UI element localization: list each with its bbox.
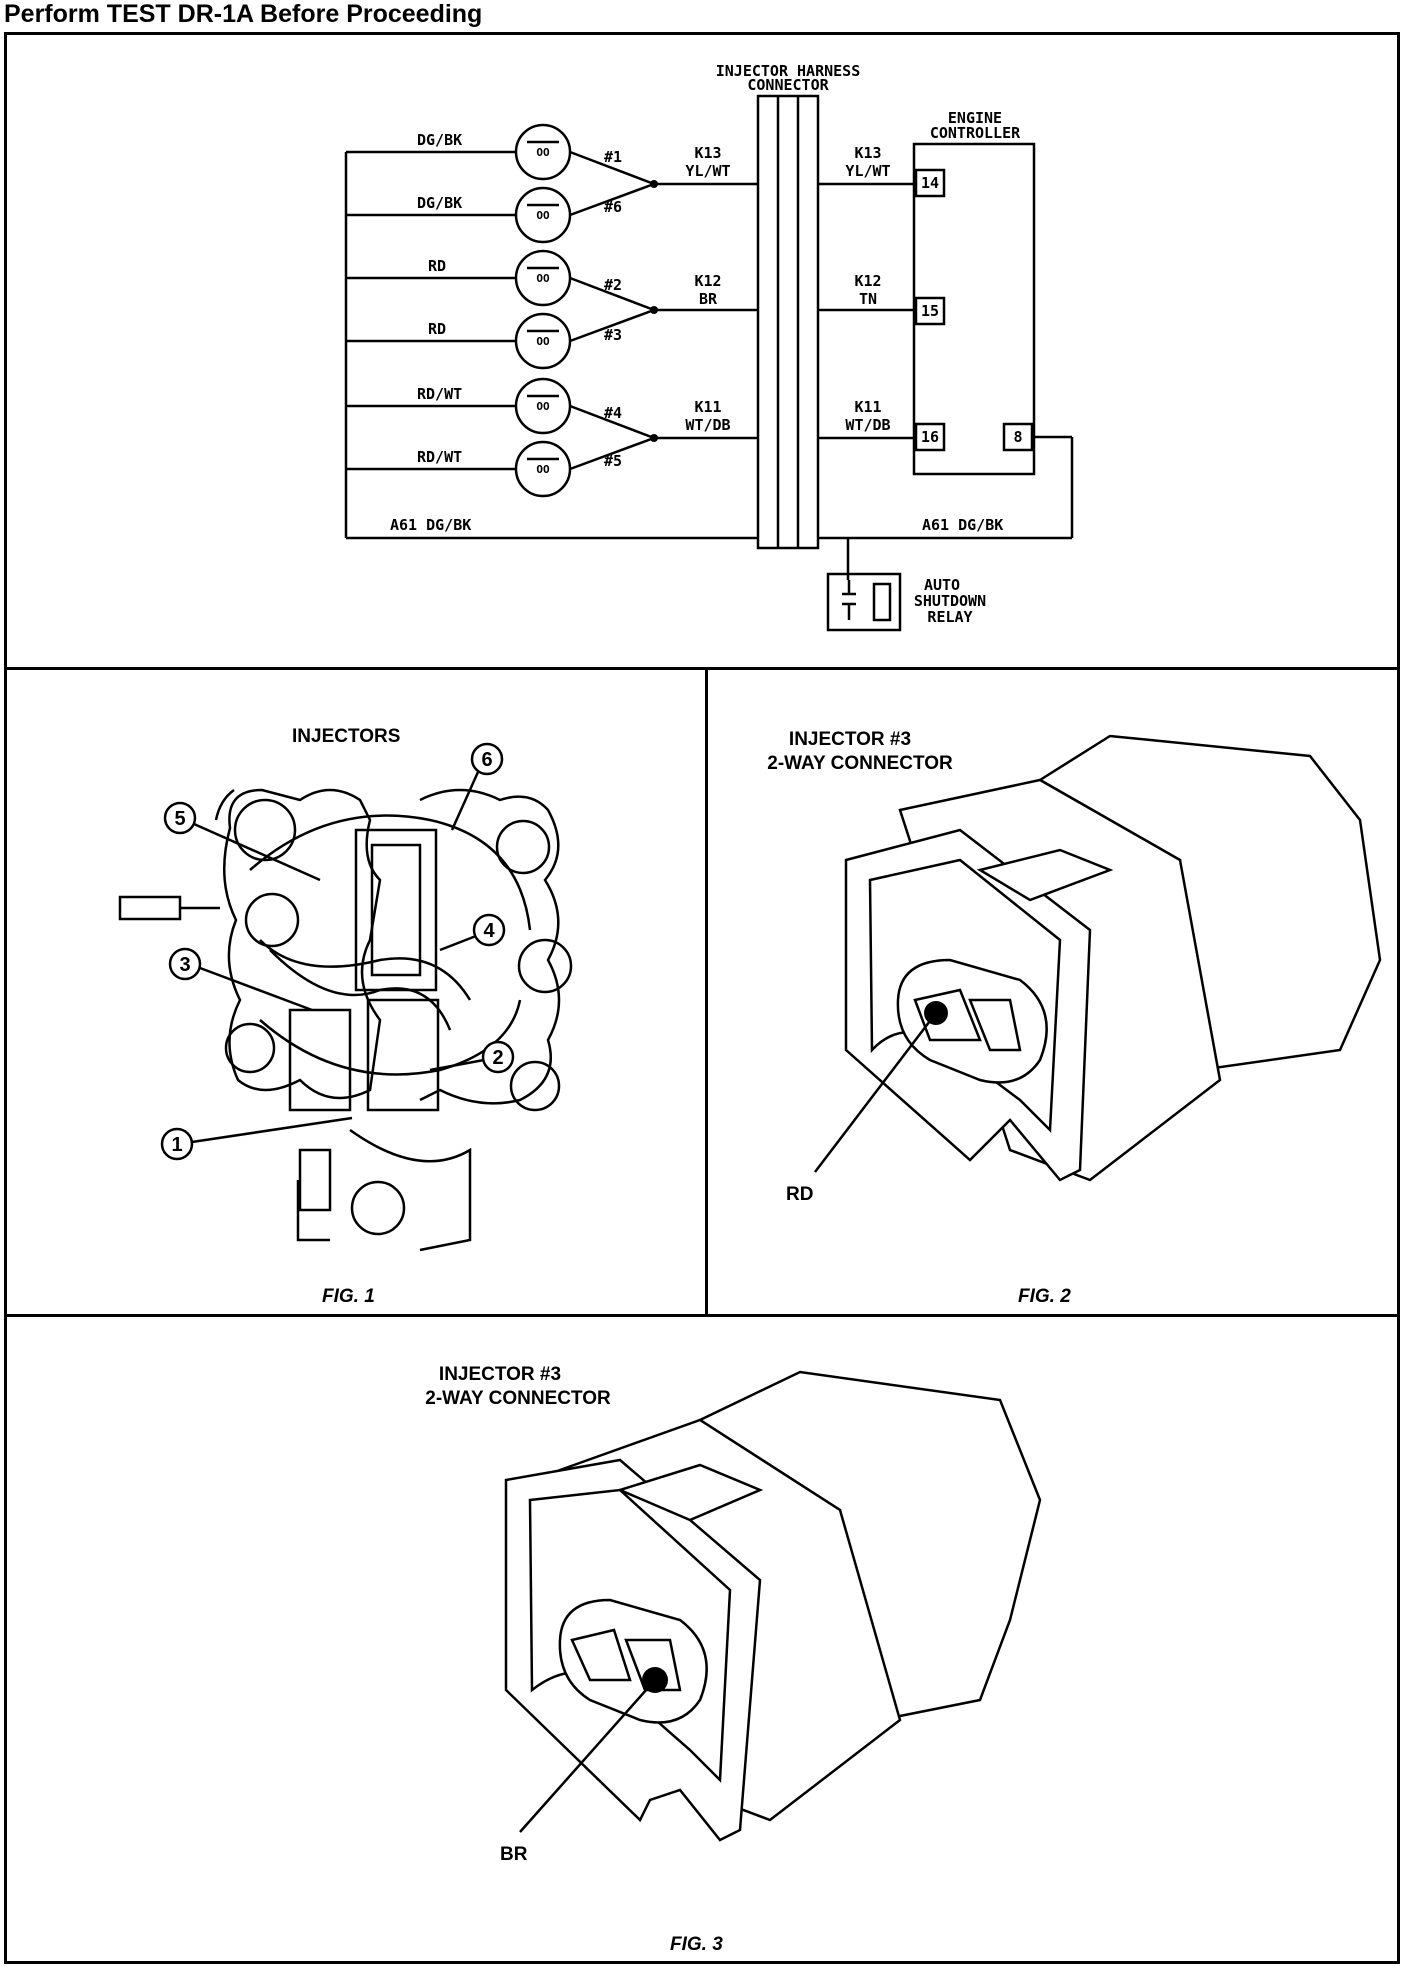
circuit-code: K11 xyxy=(694,398,721,416)
harness-connector xyxy=(756,94,820,550)
fig1-title: INJECTORS xyxy=(292,726,400,747)
circuit-code: K13 xyxy=(694,144,721,162)
wire-label: DG/BK xyxy=(417,194,462,212)
injector-5-coil xyxy=(514,440,572,498)
fig2-title-line2: 2-WAY CONNECTOR xyxy=(767,753,953,774)
fig1-callouts-3: 4 xyxy=(483,920,495,942)
relay-label: SHUTDOWN xyxy=(914,592,986,610)
page-header: Perform TEST DR-1A Before Proceeding xyxy=(4,0,483,28)
schematic-panel xyxy=(4,32,1400,670)
injector-number: #1 xyxy=(604,148,622,166)
injector-number: #5 xyxy=(604,452,622,470)
pin-number: 15 xyxy=(921,302,939,320)
callout-1 xyxy=(160,1127,194,1161)
schematic-coil-text: OO xyxy=(536,463,550,476)
schematic-coil-text: OO xyxy=(536,335,550,348)
circuit-color: BR xyxy=(699,290,718,308)
injector-number: #4 xyxy=(604,404,622,422)
fig3-caption: FIG. 3 xyxy=(670,1934,723,1955)
auto-shutdown-relay xyxy=(826,572,902,632)
engine-controller-box xyxy=(912,142,1036,476)
pin-number: 16 xyxy=(921,428,939,446)
a61-label: A61 DG/BK xyxy=(922,516,1003,534)
fig1-callouts-1: 2 xyxy=(492,1047,503,1069)
schematic-coil-text: OO xyxy=(536,400,550,413)
injector-number: #6 xyxy=(604,198,622,216)
callout-3 xyxy=(168,947,202,981)
injector-1-coil xyxy=(514,123,572,181)
fig1-callouts-4: 5 xyxy=(174,808,185,830)
injector-number: #3 xyxy=(604,326,622,344)
fig1-callouts-0: 1 xyxy=(171,1134,182,1156)
injector-6-coil xyxy=(514,186,572,244)
connector-drawing-fig3 xyxy=(504,1370,1042,1842)
harness-connector-label: INJECTOR HARNESS xyxy=(716,62,861,80)
engine-controller-label: CONTROLLER xyxy=(930,124,1021,142)
pin-number: 14 xyxy=(921,174,939,192)
injector-3-coil xyxy=(514,312,572,370)
circuit-color: WT/DB xyxy=(845,416,890,434)
engine-drawing xyxy=(118,788,573,1252)
engine-controller-label: ENGINE xyxy=(948,109,1002,127)
fig2-caption: FIG. 2 xyxy=(1018,1286,1071,1307)
wire-label: RD xyxy=(428,257,446,275)
circuit-code: K13 xyxy=(854,144,881,162)
circuit-color: WT/DB xyxy=(685,416,730,434)
schematic-coil-text: OO xyxy=(536,272,550,285)
wire-label: RD xyxy=(428,320,446,338)
injector-2-coil xyxy=(514,249,572,307)
circuit-color: TN xyxy=(859,290,877,308)
fig3-title-line1: INJECTOR #3 xyxy=(439,1364,561,1385)
harness-connector-label: CONNECTOR xyxy=(747,76,829,94)
pin-number: 8 xyxy=(1013,428,1022,446)
relay-label: RELAY xyxy=(927,608,972,626)
circuit-color: YL/WT xyxy=(845,162,890,180)
fig2-title-line1: INJECTOR #3 xyxy=(789,729,911,750)
callout-4 xyxy=(472,913,506,947)
schematic-coil-text: OO xyxy=(536,146,550,159)
wire-label: RD/WT xyxy=(417,448,462,466)
a61-label: A61 DG/BK xyxy=(390,516,471,534)
fig1-panel xyxy=(4,667,708,1317)
wire-label: DG/BK xyxy=(417,131,462,149)
callout-2 xyxy=(481,1040,515,1074)
fig1-callouts-2: 3 xyxy=(179,954,190,976)
circuit-color: YL/WT xyxy=(685,162,730,180)
connector-drawing-fig2 xyxy=(844,734,1382,1182)
fig3-title-line2: 2-WAY CONNECTOR xyxy=(425,1388,611,1409)
injector-4-coil xyxy=(514,377,572,435)
fig1-callouts-5: 6 xyxy=(481,749,492,771)
circuit-code: K12 xyxy=(854,272,881,290)
fig3-pointer: BR xyxy=(500,1844,528,1865)
fig1-caption: FIG. 1 xyxy=(322,1286,375,1307)
relay-label: AUTO xyxy=(924,576,960,594)
circuit-code: K11 xyxy=(854,398,881,416)
circuit-code: K12 xyxy=(694,272,721,290)
fig2-pointer: RD xyxy=(786,1184,813,1205)
callout-6 xyxy=(470,742,504,776)
wire-label: RD/WT xyxy=(417,385,462,403)
schematic-coil-text: OO xyxy=(536,209,550,222)
callout-5 xyxy=(163,801,197,835)
injector-number: #2 xyxy=(604,276,622,294)
